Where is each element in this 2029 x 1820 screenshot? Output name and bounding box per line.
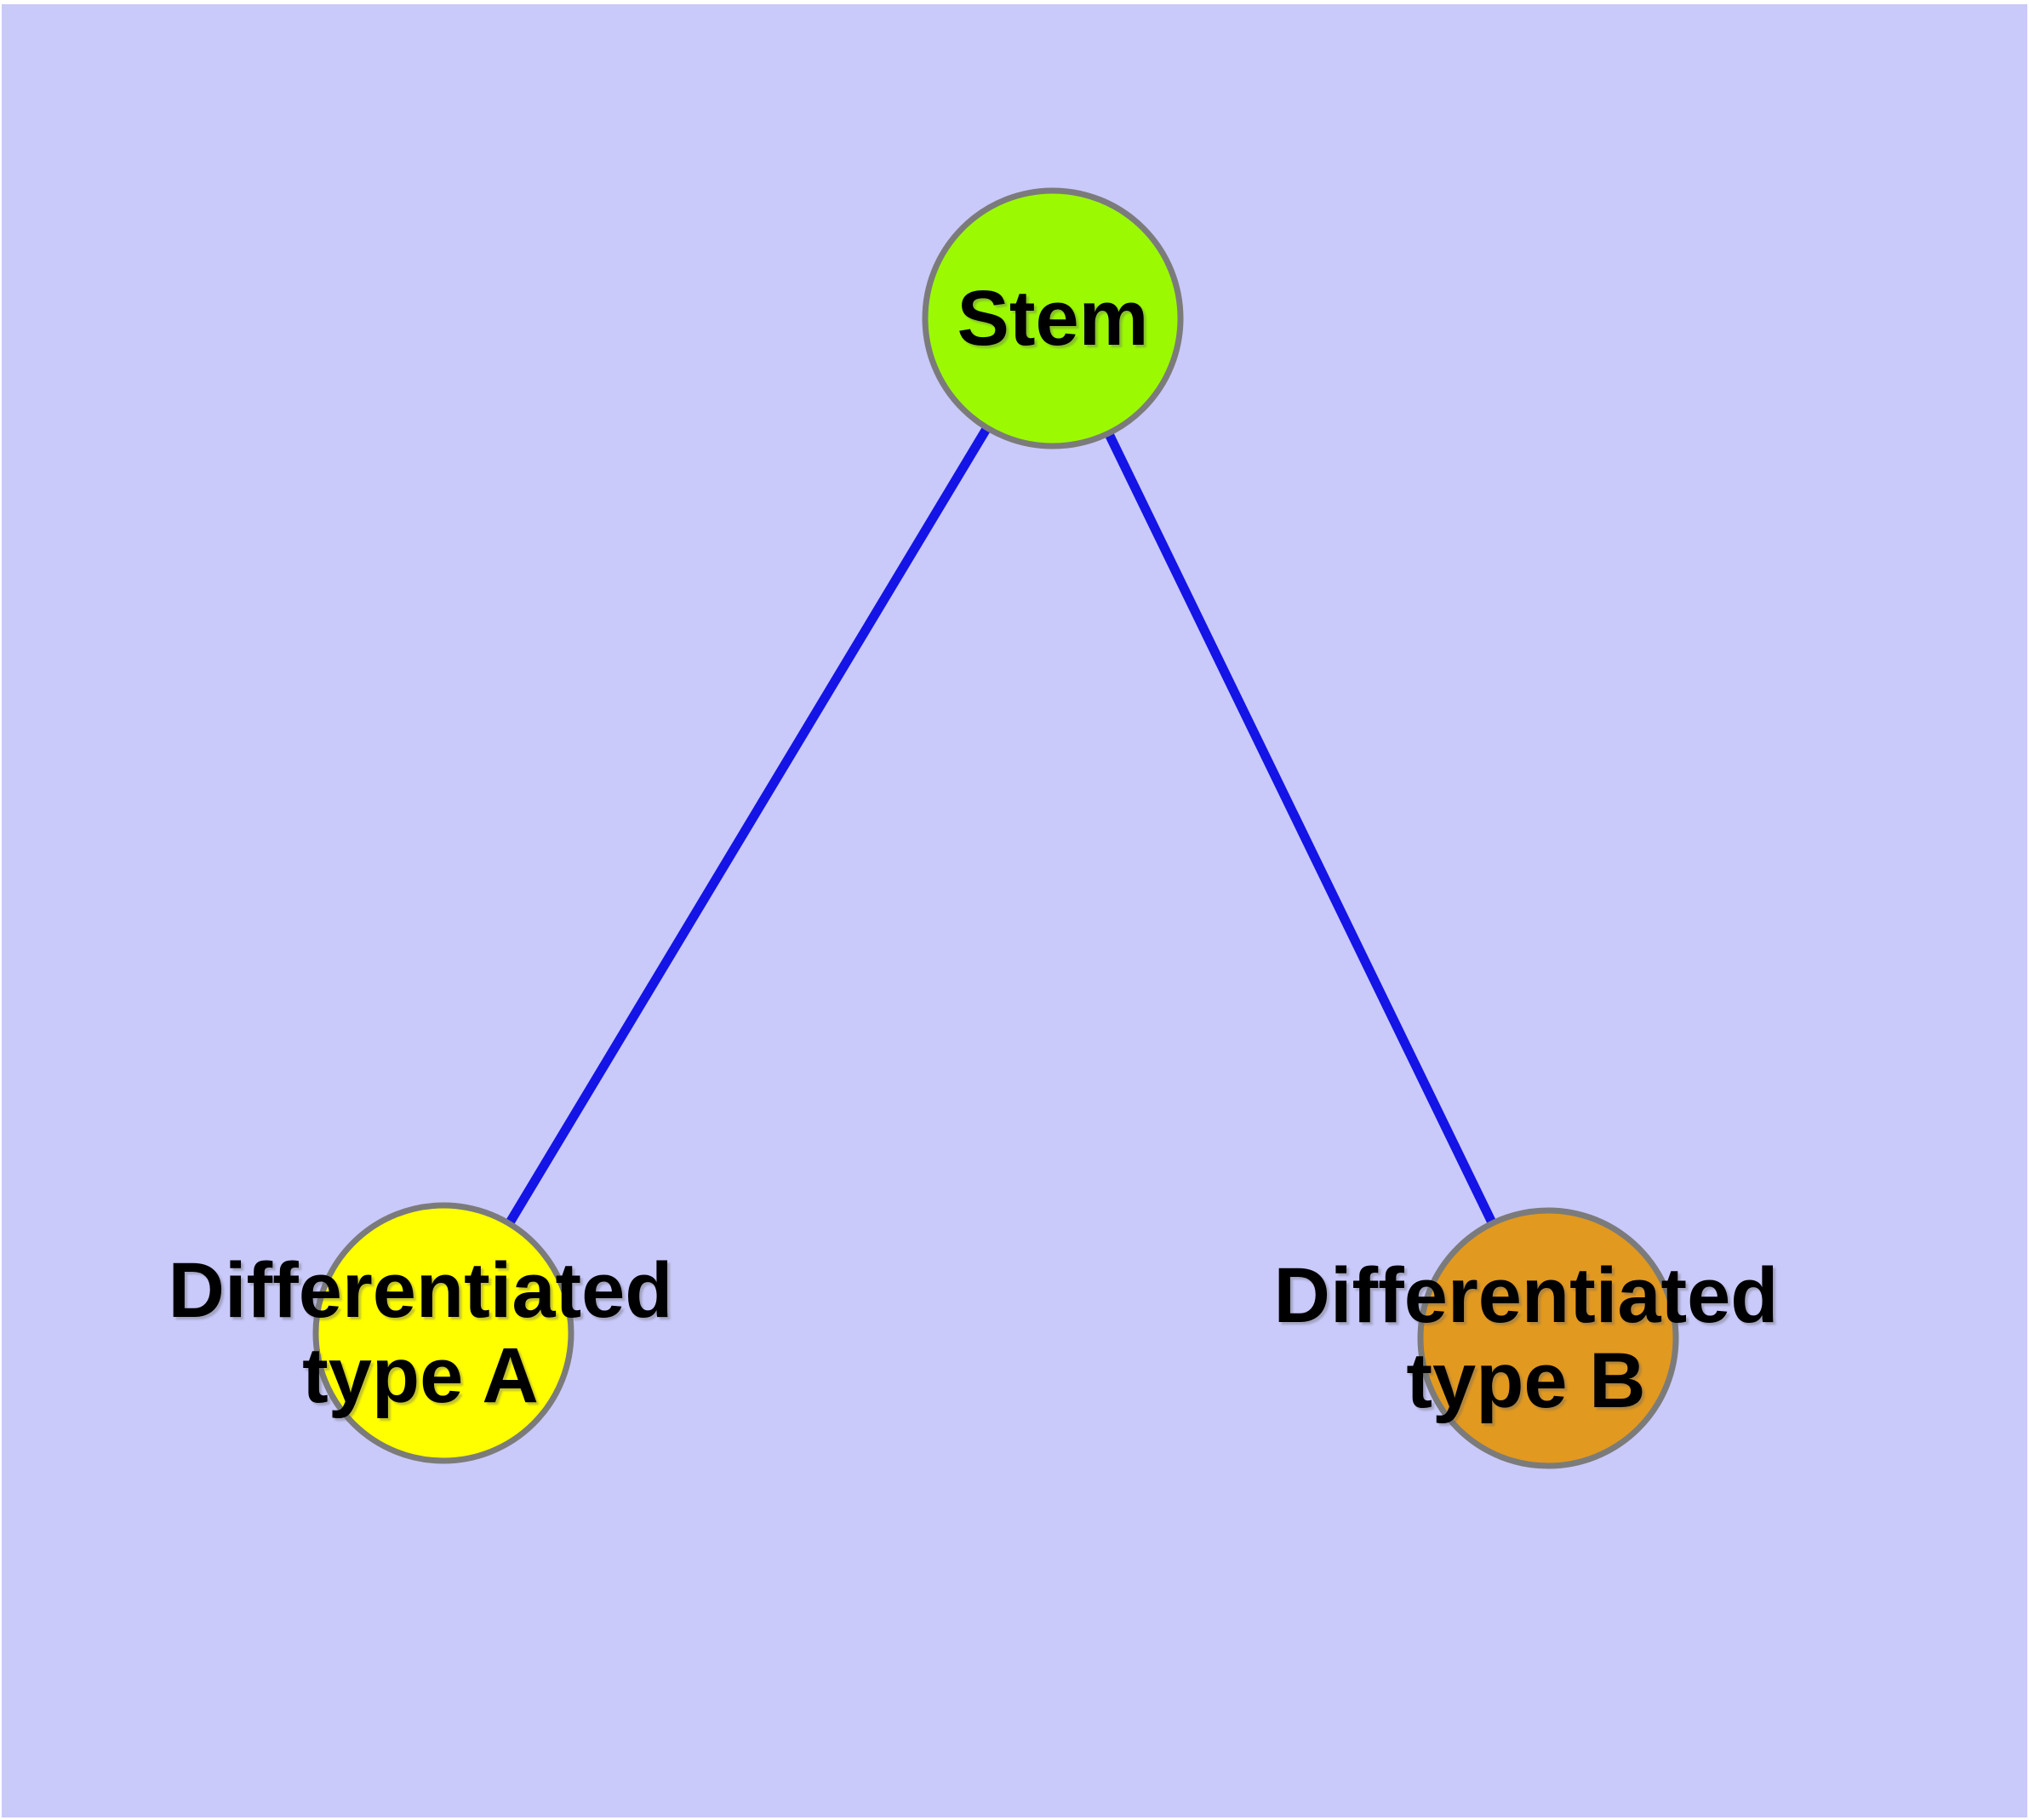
edge-stem-to-type-a[interactable] — [439, 316, 1057, 1336]
node-differentiated-type-b[interactable] — [1417, 1207, 1679, 1469]
edge-stem-to-type-b[interactable] — [1049, 316, 1552, 1341]
node-stem[interactable] — [922, 187, 1184, 449]
node-differentiated-type-a[interactable] — [312, 1202, 574, 1464]
